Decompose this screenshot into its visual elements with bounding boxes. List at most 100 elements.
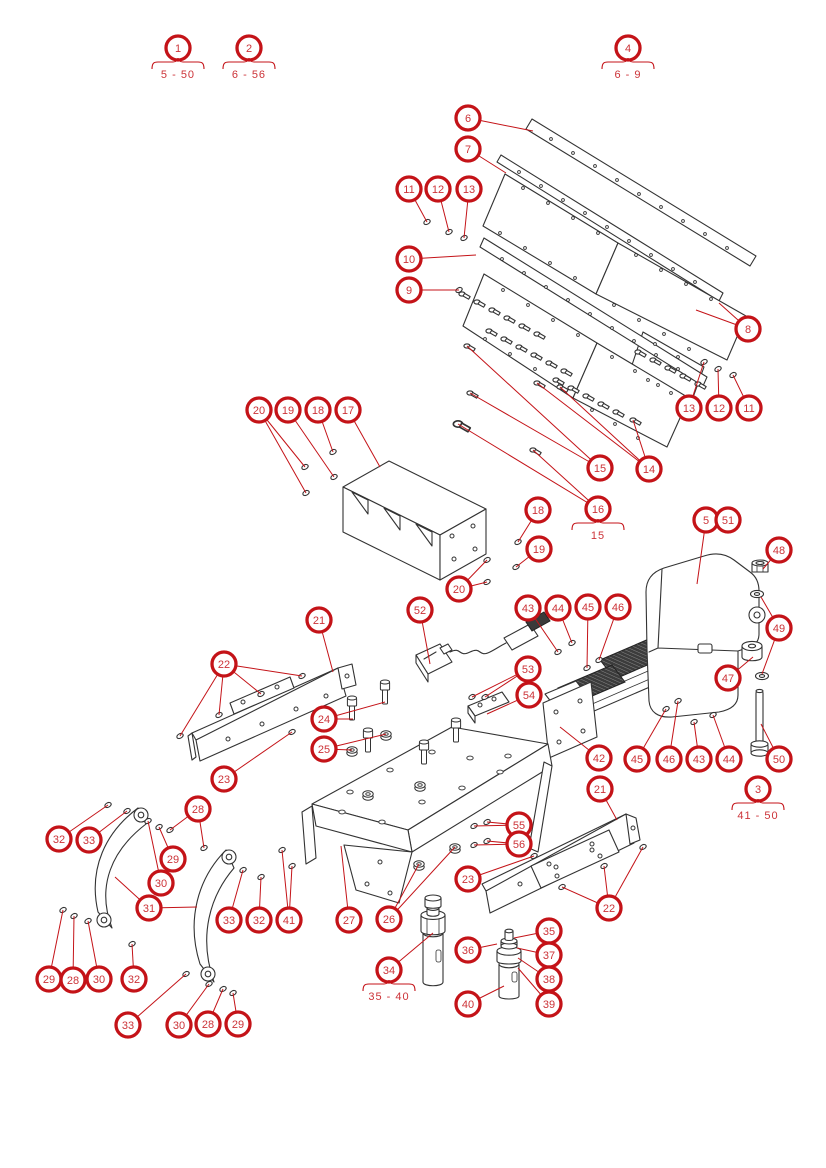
callout-ring [45, 825, 73, 853]
callout-ring [454, 936, 482, 964]
callout-ring [734, 315, 762, 343]
callout-ring [165, 1011, 193, 1039]
callout-ring [120, 965, 148, 993]
bolt-hole [387, 890, 393, 896]
callout-number: 23 [218, 774, 230, 786]
callout-ring [714, 506, 742, 534]
cap-bolt [450, 717, 462, 743]
callout-ring [445, 575, 473, 603]
callout-number: 12 [713, 403, 725, 415]
callout-number: 55 [513, 820, 525, 832]
callout-ring [574, 593, 602, 621]
bolt-hole [656, 383, 660, 387]
bolt-hole [553, 864, 559, 870]
callout-23: 23 [454, 865, 482, 893]
callout-ring [585, 744, 613, 772]
bolt-hole [553, 709, 559, 715]
callout-number: 49 [773, 623, 785, 635]
callout-number: 10 [403, 254, 415, 266]
bolt-hole [659, 268, 663, 272]
hardware-bit [84, 917, 92, 925]
callout-37: 37 [535, 941, 563, 969]
bolt-hole [589, 847, 595, 853]
group-brace [731, 798, 785, 811]
callout-number: 18 [532, 505, 544, 517]
callout-40: 40 [454, 990, 482, 1018]
bolt-hole [662, 332, 666, 336]
cap-bolt [379, 679, 391, 705]
callout-ring [765, 536, 793, 564]
callout-34: 34 [375, 956, 403, 984]
callout-ring [164, 34, 192, 62]
callout-number: 56 [513, 839, 525, 851]
callout-ring [584, 495, 612, 523]
callout-number: 40 [462, 999, 474, 1011]
callout-4: 4 [614, 34, 642, 62]
callout-ring [514, 594, 542, 622]
callout-number: 21 [313, 615, 325, 627]
bolt-hole [561, 198, 565, 202]
moldboard-lower-right [572, 342, 690, 448]
cap-bolt [418, 739, 430, 765]
flange-nut [414, 781, 426, 792]
bolt-hole [613, 422, 617, 426]
callout-20: 20 [245, 396, 273, 424]
callout-number: 2 [246, 43, 252, 55]
carriage-bolt [458, 291, 471, 300]
bolt-hole [546, 201, 550, 205]
leader-line [258, 409, 307, 494]
bolt-hole [676, 355, 680, 359]
flange-nut [449, 843, 461, 854]
bolt-hole [703, 232, 707, 236]
bolt-hole [709, 297, 713, 301]
bolt-hole [610, 355, 614, 359]
flat-washer [749, 589, 765, 599]
callout-ring [595, 894, 623, 922]
bolt-hole [637, 192, 641, 196]
callout-46: 46 [655, 745, 683, 773]
leader-line [559, 386, 650, 470]
bolt-hole [240, 699, 246, 705]
callout-number: 43 [693, 754, 705, 766]
leader-line [532, 449, 599, 510]
callout-ring [135, 894, 163, 922]
deck-hole [466, 755, 474, 761]
callout-number: 33 [83, 835, 95, 847]
callout-number: 3 [755, 784, 761, 796]
callout-ring [245, 396, 273, 424]
deck-hole [496, 769, 504, 775]
bolt-hole [344, 673, 350, 679]
callout-11: 11 [735, 394, 763, 422]
callout-16: 16 [584, 495, 612, 523]
callout-22: 22 [595, 894, 623, 922]
bolt-hole [627, 239, 631, 243]
lift-arms [94, 807, 237, 983]
callout-ring [59, 966, 87, 994]
bolt-hole [577, 698, 583, 704]
blade-front-bar [525, 118, 757, 267]
callout-number: 44 [552, 603, 564, 615]
callout-number: 22 [603, 903, 615, 915]
group-brace [362, 979, 416, 992]
bolt-hole [659, 205, 663, 209]
callout-ring [334, 396, 362, 424]
callout-53: 53 [514, 655, 542, 683]
leader-line [388, 846, 456, 920]
bolt-hole [605, 225, 609, 229]
callout-14: 14 [635, 455, 663, 483]
callout-number: 20 [253, 405, 265, 417]
leader-line [536, 382, 650, 470]
channel-bracket [342, 460, 487, 581]
bolt-hole [508, 352, 512, 356]
callout-26: 26 [375, 905, 403, 933]
callout-number: 46 [612, 602, 624, 614]
callout-32: 32 [245, 906, 273, 934]
callout-12: 12 [424, 175, 452, 203]
callout-ring [765, 745, 793, 773]
callout-22: 22 [210, 650, 238, 678]
bolt-hole [580, 728, 586, 734]
callout-number: 32 [253, 915, 265, 927]
callout-48: 48 [765, 536, 793, 564]
